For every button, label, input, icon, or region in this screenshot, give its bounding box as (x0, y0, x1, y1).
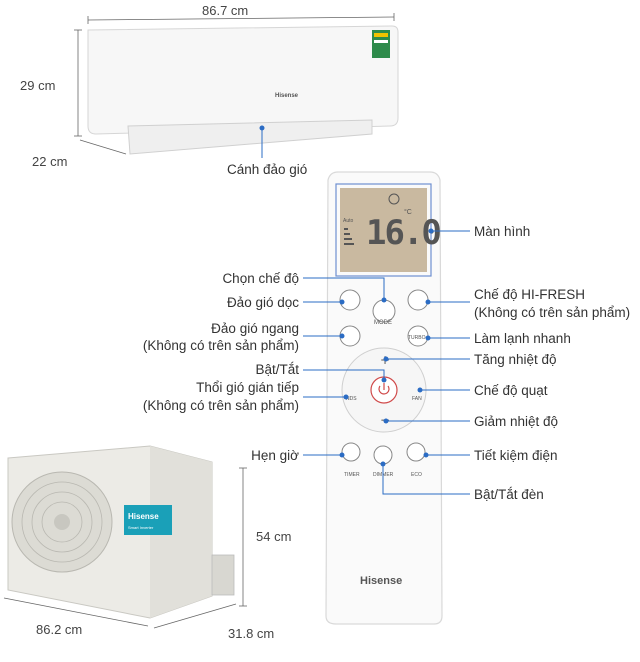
temp-up-label: Tăng nhiệt độ (474, 352, 557, 367)
hifresh-label: Chế độ HI-FRESH (474, 287, 585, 302)
turbo-cool-label: Làm lạnh nhanh (474, 331, 571, 346)
lcd-auto-icon (388, 193, 400, 205)
vertical-swing-label: Đảo gió dọc (227, 295, 299, 310)
power-label: Bật/Tắt (255, 362, 299, 377)
screen-label: Màn hình (474, 224, 530, 239)
remote-brand: Hisense (360, 575, 402, 587)
eco-button[interactable] (406, 442, 426, 462)
indoor-unit: Hisense (87, 25, 399, 155)
dimmer-button[interactable] (373, 445, 393, 465)
callout-leaders (303, 228, 470, 495)
fan-mode-label: Chế độ quạt (474, 383, 548, 398)
indoor-brand: Hisense (275, 93, 299, 99)
lcd-screen (340, 188, 427, 272)
eco-label: Tiết kiệm điện (474, 448, 558, 463)
temp-down-label: Giảm nhiệt độ (474, 414, 558, 429)
outdoor-width-label: 86.2 cm (36, 622, 82, 637)
indoor-height-label: 29 cm (20, 78, 55, 93)
lcd-unit: °C (404, 208, 412, 216)
mode-button[interactable] (372, 299, 396, 323)
eco-button-label: ECO (411, 472, 422, 478)
remote-control: Auto 16.0 °C MODE TURBO + − NDS FAN TIME… (325, 171, 443, 625)
lcd-bars-icon (344, 228, 354, 245)
hifresh-button[interactable] (407, 289, 429, 311)
power-icon (378, 385, 390, 395)
outdoor-logo-plate (124, 505, 172, 535)
timer-button[interactable] (341, 442, 361, 462)
vertical-swing-button[interactable] (339, 289, 361, 311)
horizontal-swing-label: Đảo gió ngang (211, 321, 299, 336)
indoor-dimension-lines (74, 13, 395, 155)
outdoor-height-label: 54 cm (256, 529, 291, 544)
indirect-air-note: (Không có trên sản phẩm) (143, 398, 299, 413)
horizontal-swing-note: (Không có trên sản phẩm) (143, 338, 299, 353)
outdoor-depth-label: 31.8 cm (228, 626, 274, 641)
outdoor-sub-brand: Smart Inverter (128, 525, 154, 530)
louver-label: Cánh đảo gió (227, 162, 307, 177)
timer-label: Hẹn giờ (251, 448, 299, 463)
outdoor-dimension-lines (3, 467, 247, 629)
indoor-depth-label: 22 cm (32, 154, 67, 169)
outdoor-unit: Hisense Smart Inverter (7, 445, 235, 619)
lcd-temperature: 16.0 (366, 213, 440, 253)
fan-button[interactable]: FAN (412, 396, 422, 402)
outdoor-brand: Hisense (128, 512, 159, 521)
indoor-width-label: 86.7 cm (202, 3, 248, 18)
indirect-air-label: Thổi gió gián tiếp (196, 380, 299, 395)
mode-select-label: Chọn chế độ (222, 271, 299, 286)
nds-button[interactable]: NDS (346, 396, 357, 402)
louver-flap (127, 119, 373, 155)
light-label: Bật/Tắt đèn (474, 487, 544, 502)
timer-button-label: TIMER (344, 472, 360, 478)
mode-button-label: MODE (374, 320, 392, 326)
lcd-auto-text: Auto (343, 218, 354, 224)
hifresh-note: (Không có trên sản phẩm) (474, 305, 630, 320)
turbo-button-label: TURBO (408, 335, 426, 341)
